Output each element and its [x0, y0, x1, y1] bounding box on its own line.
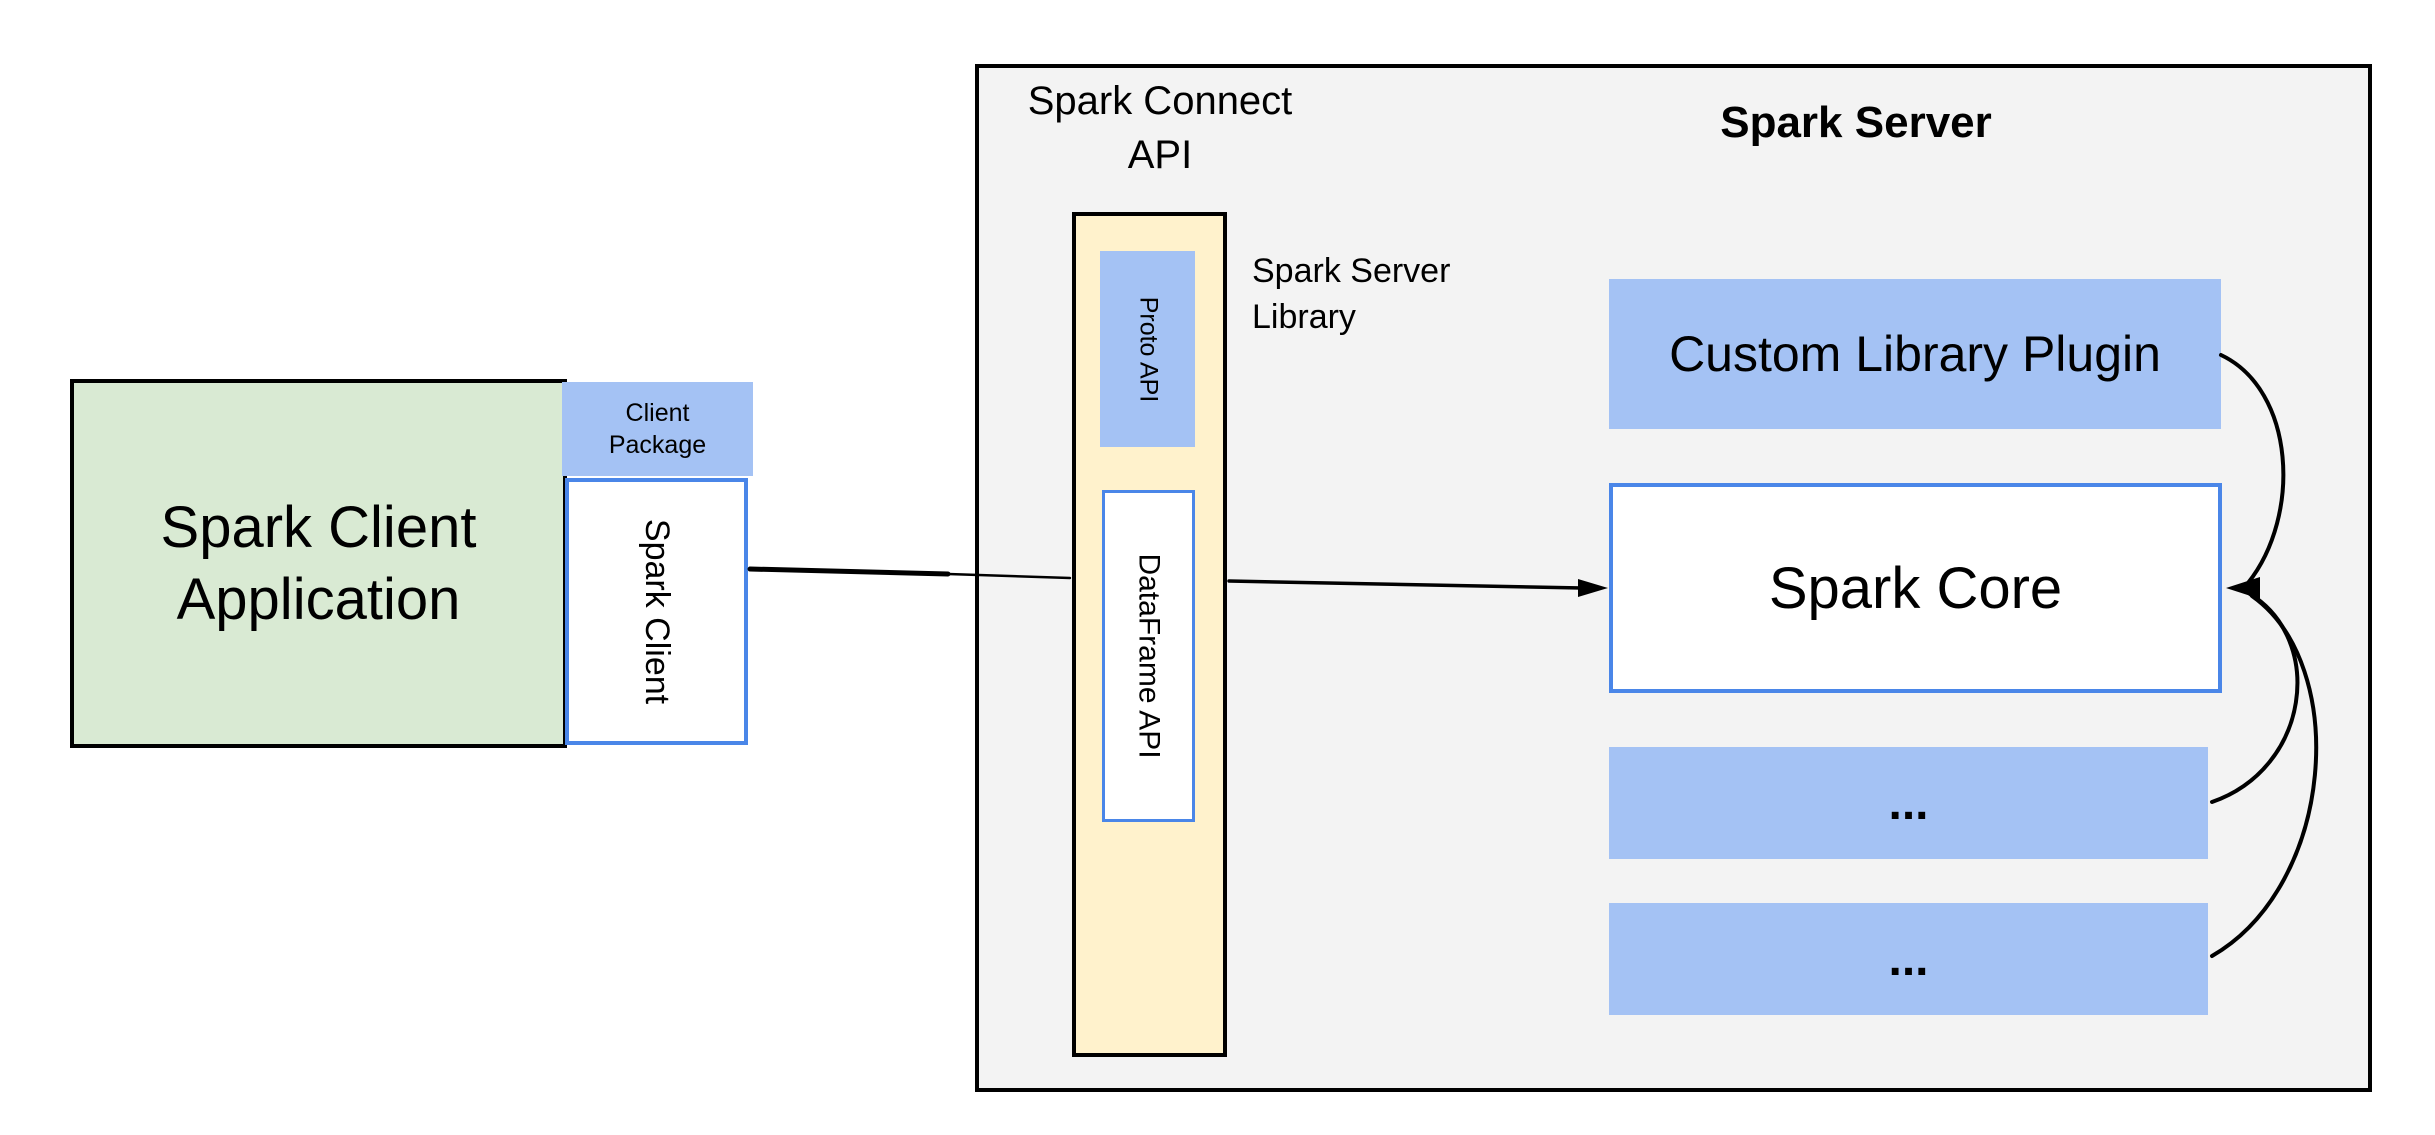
spark-client-box: Spark Client — [565, 478, 748, 745]
client-to-connect-line — [747, 566, 951, 577]
client-package-label-line2: Package — [608, 431, 707, 459]
custom-library-plugin-label: Custom Library Plugin — [1669, 326, 2161, 382]
proto-api-label: Proto API — [1134, 296, 1162, 402]
spark-server-library-label-line2: Library — [1252, 298, 1356, 336]
more-libraries-bottom-label: ... — [1888, 932, 1929, 986]
spark-server-title: Spark Server — [1720, 98, 1992, 147]
spark-server-library-label-line1: Spark Server — [1252, 252, 1451, 290]
spark-server-library-label: Spark Server Library — [1252, 248, 1582, 340]
dataframe-api-label: DataFrame API — [1132, 553, 1166, 759]
spark-client-application-label: Spark Client Application — [161, 492, 477, 636]
proto-api-box: Proto API — [1100, 251, 1195, 447]
spark-core-label: Spark Core — [1768, 555, 2063, 621]
spark-client-application-box: Spark Client Application — [70, 379, 567, 748]
spark-client-application-label-line1: Spark Client — [160, 494, 477, 560]
spark-client-application-label-line2: Application — [176, 566, 461, 632]
spark-connect-api-title-line2: API — [1127, 133, 1193, 177]
client-package-label-line1: Client — [625, 399, 690, 427]
spark-core-box: Spark Core — [1609, 483, 2222, 693]
client-package-box: Client Package — [562, 382, 753, 476]
dataframe-api-box: DataFrame API — [1102, 490, 1195, 822]
more-libraries-box-bottom: ... — [1609, 903, 2208, 1015]
custom-library-plugin-box: Custom Library Plugin — [1609, 279, 2221, 429]
more-libraries-top-label: ... — [1888, 776, 1929, 830]
spark-connect-api-title: Spark Connect API — [985, 74, 1335, 182]
more-libraries-box-top: ... — [1609, 747, 2208, 859]
spark-connect-api-title-line1: Spark Connect — [1027, 79, 1293, 123]
spark-client-label: Spark Client — [638, 518, 677, 705]
